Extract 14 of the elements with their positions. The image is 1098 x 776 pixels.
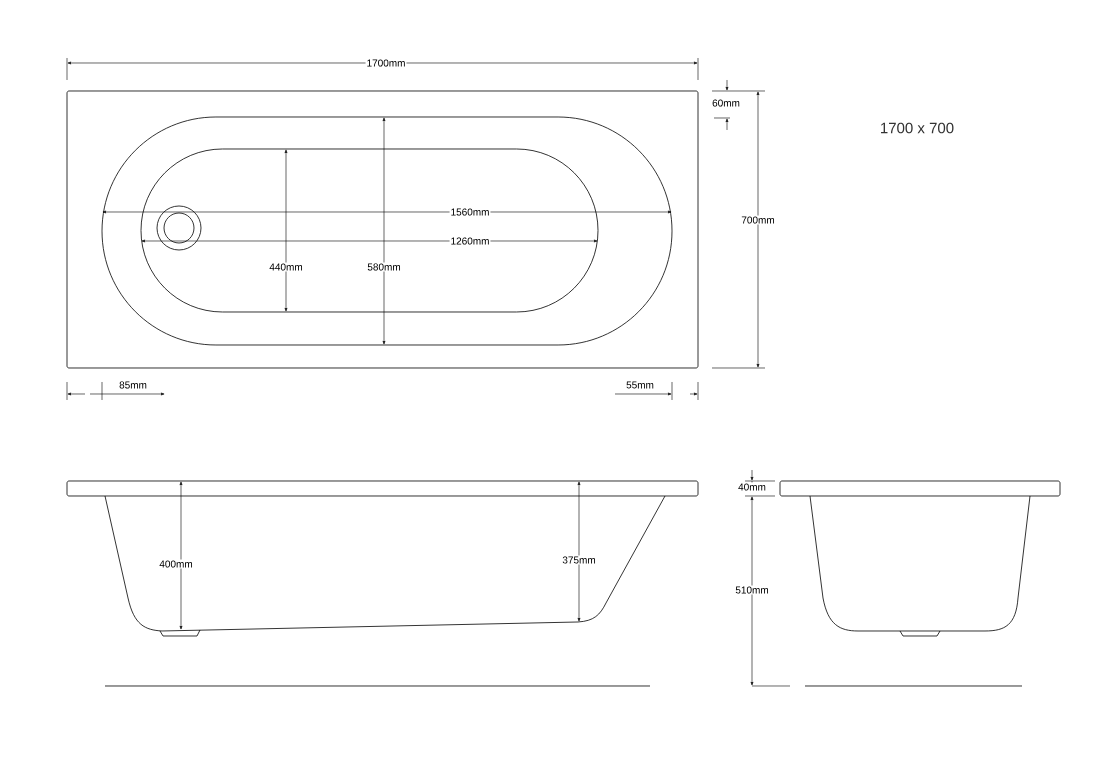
dimension-label: 85mm [118,380,148,390]
dimension-label: 440mm [268,262,304,272]
dimension-label: 60mm [711,98,741,108]
title: 1700 x 700 [881,122,954,134]
dimension-label: 375mm [561,555,597,565]
dimension-label: 1700mm [365,58,407,68]
dimension-label: 580mm [366,262,402,272]
dimension-label: 400mm [158,559,194,569]
dimension-label: 1260mm [449,236,491,246]
dimension-label: 510mm [734,585,770,595]
dimension-label: 1560mm [449,207,491,217]
dimension-label: 40mm [737,482,767,492]
dimension-label: 700mm [740,215,776,225]
dimension-label: 55mm [625,380,655,390]
